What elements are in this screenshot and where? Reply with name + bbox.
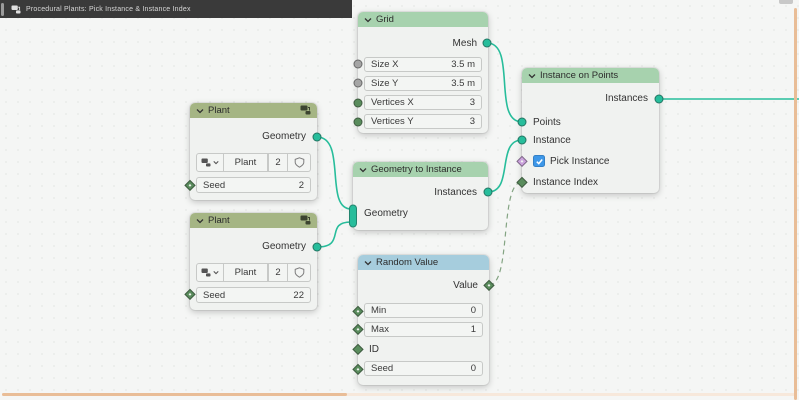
header-grip-handle[interactable] [1,2,4,16]
instance-on-points-points-input-socket[interactable] [517,117,527,127]
grid-size-x-field[interactable]: Size X 3.5 m [364,57,482,72]
random-value-min-field[interactable]: Min 0 [364,303,483,318]
grid-size-y-field[interactable]: Size Y 3.5 m [364,76,482,91]
node-geometry-to-instance-title: Geometry to Instance [371,164,462,175]
wire-plant2-geometry-to-multi-input [316,221,352,248]
field-value: 3 [469,116,475,127]
value-output-label: Value [453,279,478,291]
chevron-down-icon[interactable] [196,218,204,224]
instance-on-points-instances-output-socket[interactable] [654,94,664,104]
nodetree-icon [300,212,311,230]
node-plant-bottom-header[interactable]: Plant [190,213,317,228]
field-label: Vertices X [371,97,414,108]
user-count-button[interactable]: 2 [268,153,288,172]
plant-geometry-output-label: Geometry [262,240,306,252]
grid-vertices-y-input-socket[interactable] [353,117,363,127]
fake-user-shield-icon[interactable] [288,153,311,172]
node-geometry-to-instance-header[interactable]: Geometry to Instance [353,162,488,177]
field-label: Max [371,324,389,335]
node-random-value-title: Random Value [376,257,439,268]
plant-top-seed-field[interactable]: Seed 2 [196,177,311,193]
node-random-value[interactable]: Random Value Value Min 0 Max 1 ID Seed 0 [358,255,489,385]
wire-instances-to-instance [487,139,523,193]
field-value: 3 [469,97,475,108]
points-input-label: Points [533,116,561,128]
node-grid-header[interactable]: Grid [358,12,488,27]
id-input-label: ID [369,343,379,355]
chevron-down-icon[interactable] [364,17,372,23]
geometry-to-instance-instances-output-socket[interactable] [483,187,493,197]
chevron-down-icon[interactable] [528,73,536,79]
grid-size-x-input-socket[interactable] [353,59,363,69]
field-value: 0 [470,363,476,374]
node-plant-bottom[interactable]: Plant Geometry Plant 2 Seed 22 [190,213,317,310]
instances-output-label: Instances [434,186,477,198]
plant-bottom-geometry-output-socket[interactable] [312,242,322,252]
field-value: 3.5 m [451,78,475,89]
geometry-input-label: Geometry [364,207,408,219]
field-label: Seed [203,289,226,301]
instances-output-label: Instances [605,92,648,104]
field-value: 2 [298,179,304,191]
corner-resize-handle[interactable] [779,0,793,4]
horizontal-scrollbar-track[interactable] [2,393,795,396]
datablock-name-field[interactable]: Plant [224,263,268,282]
user-count-button[interactable]: 2 [268,263,288,282]
node-plant-bottom-title: Plant [208,215,230,226]
field-value: 1 [470,324,476,335]
field-value: 3.5 m [451,59,475,70]
grid-vertices-y-field[interactable]: Vertices Y 3 [364,114,482,129]
random-value-seed-field[interactable]: Seed 0 [364,361,483,376]
nodetree-browse-button[interactable] [196,153,224,172]
grid-vertices-x-field[interactable]: Vertices X 3 [364,95,482,110]
vertical-scrollbar-thumb[interactable] [794,8,797,400]
node-tree-breadcrumb-title: Procedural Plants: Pick Instance & Insta… [26,5,191,13]
horizontal-scrollbar-thumb[interactable] [2,393,347,396]
wire-plant1-geometry-to-multi-input [316,136,352,210]
node-instance-on-points-title: Instance on Points [540,70,619,81]
datablock-name-field[interactable]: Plant [224,153,268,172]
node-random-value-header[interactable]: Random Value [358,255,489,270]
editor-header-bar: Procedural Plants: Pick Instance & Insta… [0,0,352,18]
grid-mesh-output-label: Mesh [452,37,477,49]
plant-top-geometry-output-socket[interactable] [312,132,322,142]
random-value-max-field[interactable]: Max 1 [364,322,483,337]
node-plant-top-title: Plant [208,105,230,116]
field-label: Size X [371,59,399,70]
node-instance-on-points[interactable]: Instance on Points Instances Points Inst… [522,68,659,193]
node-grid-title: Grid [376,14,394,25]
field-label: Min [371,305,387,316]
field-value: 22 [293,289,304,301]
chevron-down-icon[interactable] [359,167,367,173]
chevron-down-icon[interactable] [196,108,204,114]
chevron-down-icon[interactable] [364,260,372,266]
plant-geometry-output-label: Geometry [262,130,306,142]
grid-size-y-input-socket[interactable] [353,78,363,88]
instance-on-points-instance-input-socket[interactable] [517,135,527,145]
field-label: Vertices Y [371,116,414,127]
wire-grid-mesh-to-points [486,42,523,123]
pick-instance-label: Pick Instance [550,155,610,167]
node-grid[interactable]: Grid Mesh Size X 3.5 m Size Y 3.5 m Vert… [358,12,488,133]
node-geometry-to-instance[interactable]: Geometry to Instance Instances Geometry [353,162,488,230]
node-plant-top-header[interactable]: Plant [190,103,317,118]
fake-user-shield-icon[interactable] [288,263,311,282]
field-label: Seed [203,179,226,191]
instance-input-label: Instance [533,134,571,146]
grid-vertices-x-input-socket[interactable] [353,98,363,108]
nodetree-browse-button[interactable] [196,263,224,282]
pick-instance-checkbox[interactable] [533,155,545,167]
field-label: Seed [371,363,394,374]
node-plant-top[interactable]: Plant Geometry Plant 2 Seed 2 [190,103,317,200]
field-label: Size Y [371,78,399,89]
grid-mesh-output-socket[interactable] [482,38,492,48]
geometry-to-instance-multi-input-socket[interactable] [349,204,357,228]
nodetree-icon [300,102,311,120]
nodetree-icon [11,4,21,14]
plant-bottom-seed-field[interactable]: Seed 22 [196,287,311,303]
node-instance-on-points-header[interactable]: Instance on Points [522,68,659,83]
instance-index-input-label: Instance Index [533,176,599,188]
field-value: 0 [470,305,476,316]
wire-value-to-instance-index [488,181,523,286]
